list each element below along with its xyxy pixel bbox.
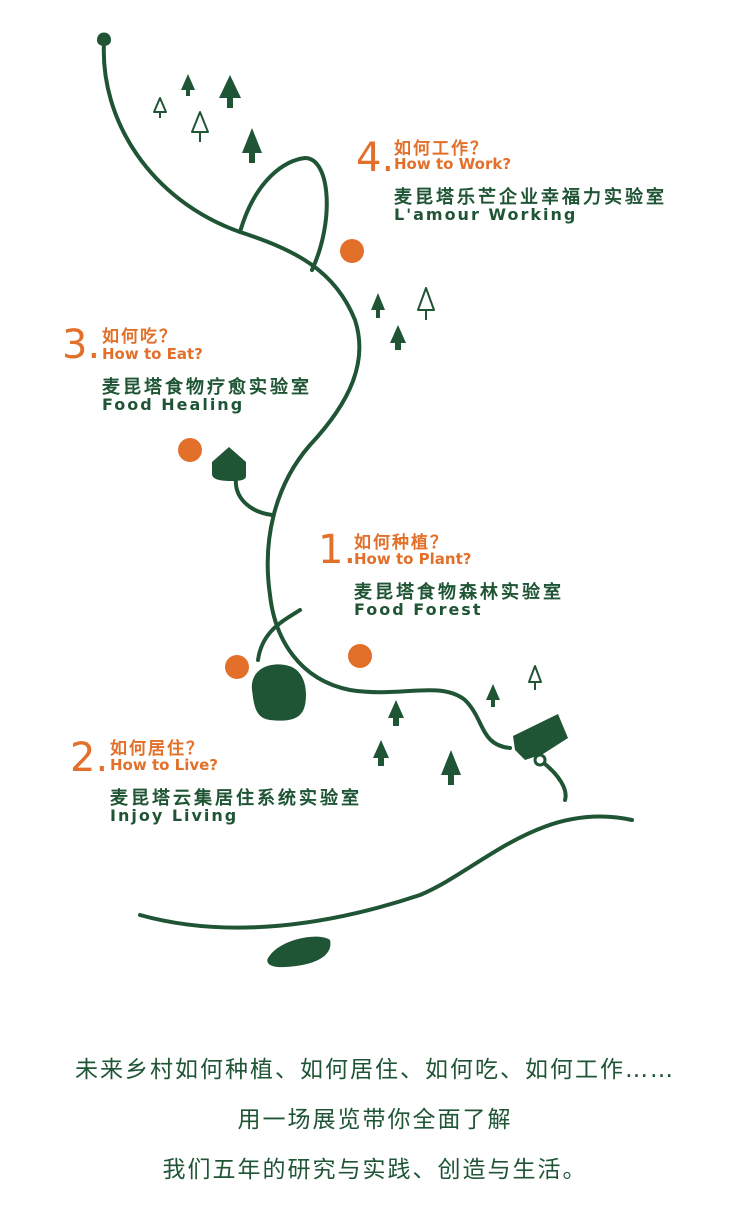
path-branch-hut — [538, 758, 568, 802]
journey-map-illustration — [97, 32, 634, 968]
path-branch-boulder — [256, 608, 302, 662]
question-cn: 如何工作？ — [394, 139, 489, 159]
question-cn: 如何吃？ — [102, 327, 178, 347]
tree-icon — [219, 75, 241, 108]
question-en: How to Eat? — [102, 345, 203, 363]
lab-name-cn: 麦昆塔食物疗愈实验室 — [102, 377, 312, 398]
question-en: How to Work? — [394, 155, 512, 173]
orange-dot — [340, 239, 364, 263]
question-en: How to Plant? — [354, 550, 472, 568]
winding-path — [101, 40, 512, 750]
rock-shape — [267, 936, 331, 968]
boulder-shape — [251, 664, 306, 721]
question-cn: 如何种植？ — [354, 533, 449, 553]
path-branch-house — [233, 476, 274, 517]
path-loop-top — [238, 156, 329, 272]
lab-name-en: Food Forest — [354, 600, 483, 619]
tree-icon — [373, 740, 389, 766]
house-icon — [212, 447, 246, 481]
tree-icon — [390, 325, 406, 350]
orange-dots — [178, 239, 372, 679]
tree-outline-icon — [153, 97, 167, 118]
lab-name-en: Injoy Living — [110, 806, 239, 825]
question-cn: 如何居住？ — [110, 739, 205, 759]
caption-line-3: 我们五年的研究与实践、创造与生活。 — [162, 1157, 588, 1183]
tree-icon — [441, 750, 461, 785]
orange-dot — [178, 438, 202, 462]
tree-icon — [242, 128, 262, 163]
tree-icon — [388, 700, 404, 726]
stop-number: 4. — [356, 135, 395, 181]
orange-dot — [348, 644, 372, 668]
outline-tree-icons — [153, 97, 542, 690]
caption-line-2: 用一场展览带你全面了解 — [237, 1107, 513, 1133]
caption-line-1: 未来乡村如何种植、如何居住、如何吃、如何工作…… — [75, 1057, 675, 1083]
stop-number: 2. — [70, 735, 109, 781]
stop-number: 3. — [62, 322, 101, 368]
hut-icon — [513, 714, 568, 760]
pin-icon — [97, 32, 111, 46]
hill-curve — [138, 814, 634, 930]
hut-door — [533, 753, 547, 767]
tree-outline-icon — [191, 111, 209, 142]
tree-outline-icon — [417, 287, 435, 320]
tree-outline-icon — [528, 665, 542, 690]
tree-icon — [371, 293, 385, 318]
tree-icons — [181, 74, 500, 785]
tree-icon — [181, 74, 195, 96]
lab-name-cn: 麦昆塔食物森林实验室 — [354, 582, 564, 603]
lab-name-en: L'amour Working — [394, 205, 578, 224]
tree-icon — [486, 684, 500, 707]
lab-name-cn: 麦昆塔乐芒企业幸福力实验室 — [394, 187, 667, 208]
orange-dot — [225, 655, 249, 679]
stop-number: 1. — [318, 527, 357, 573]
lab-name-cn: 麦昆塔云集居住系统实验室 — [110, 788, 362, 809]
lab-name-en: Food Healing — [102, 395, 245, 414]
question-en: How to Live? — [110, 756, 218, 774]
